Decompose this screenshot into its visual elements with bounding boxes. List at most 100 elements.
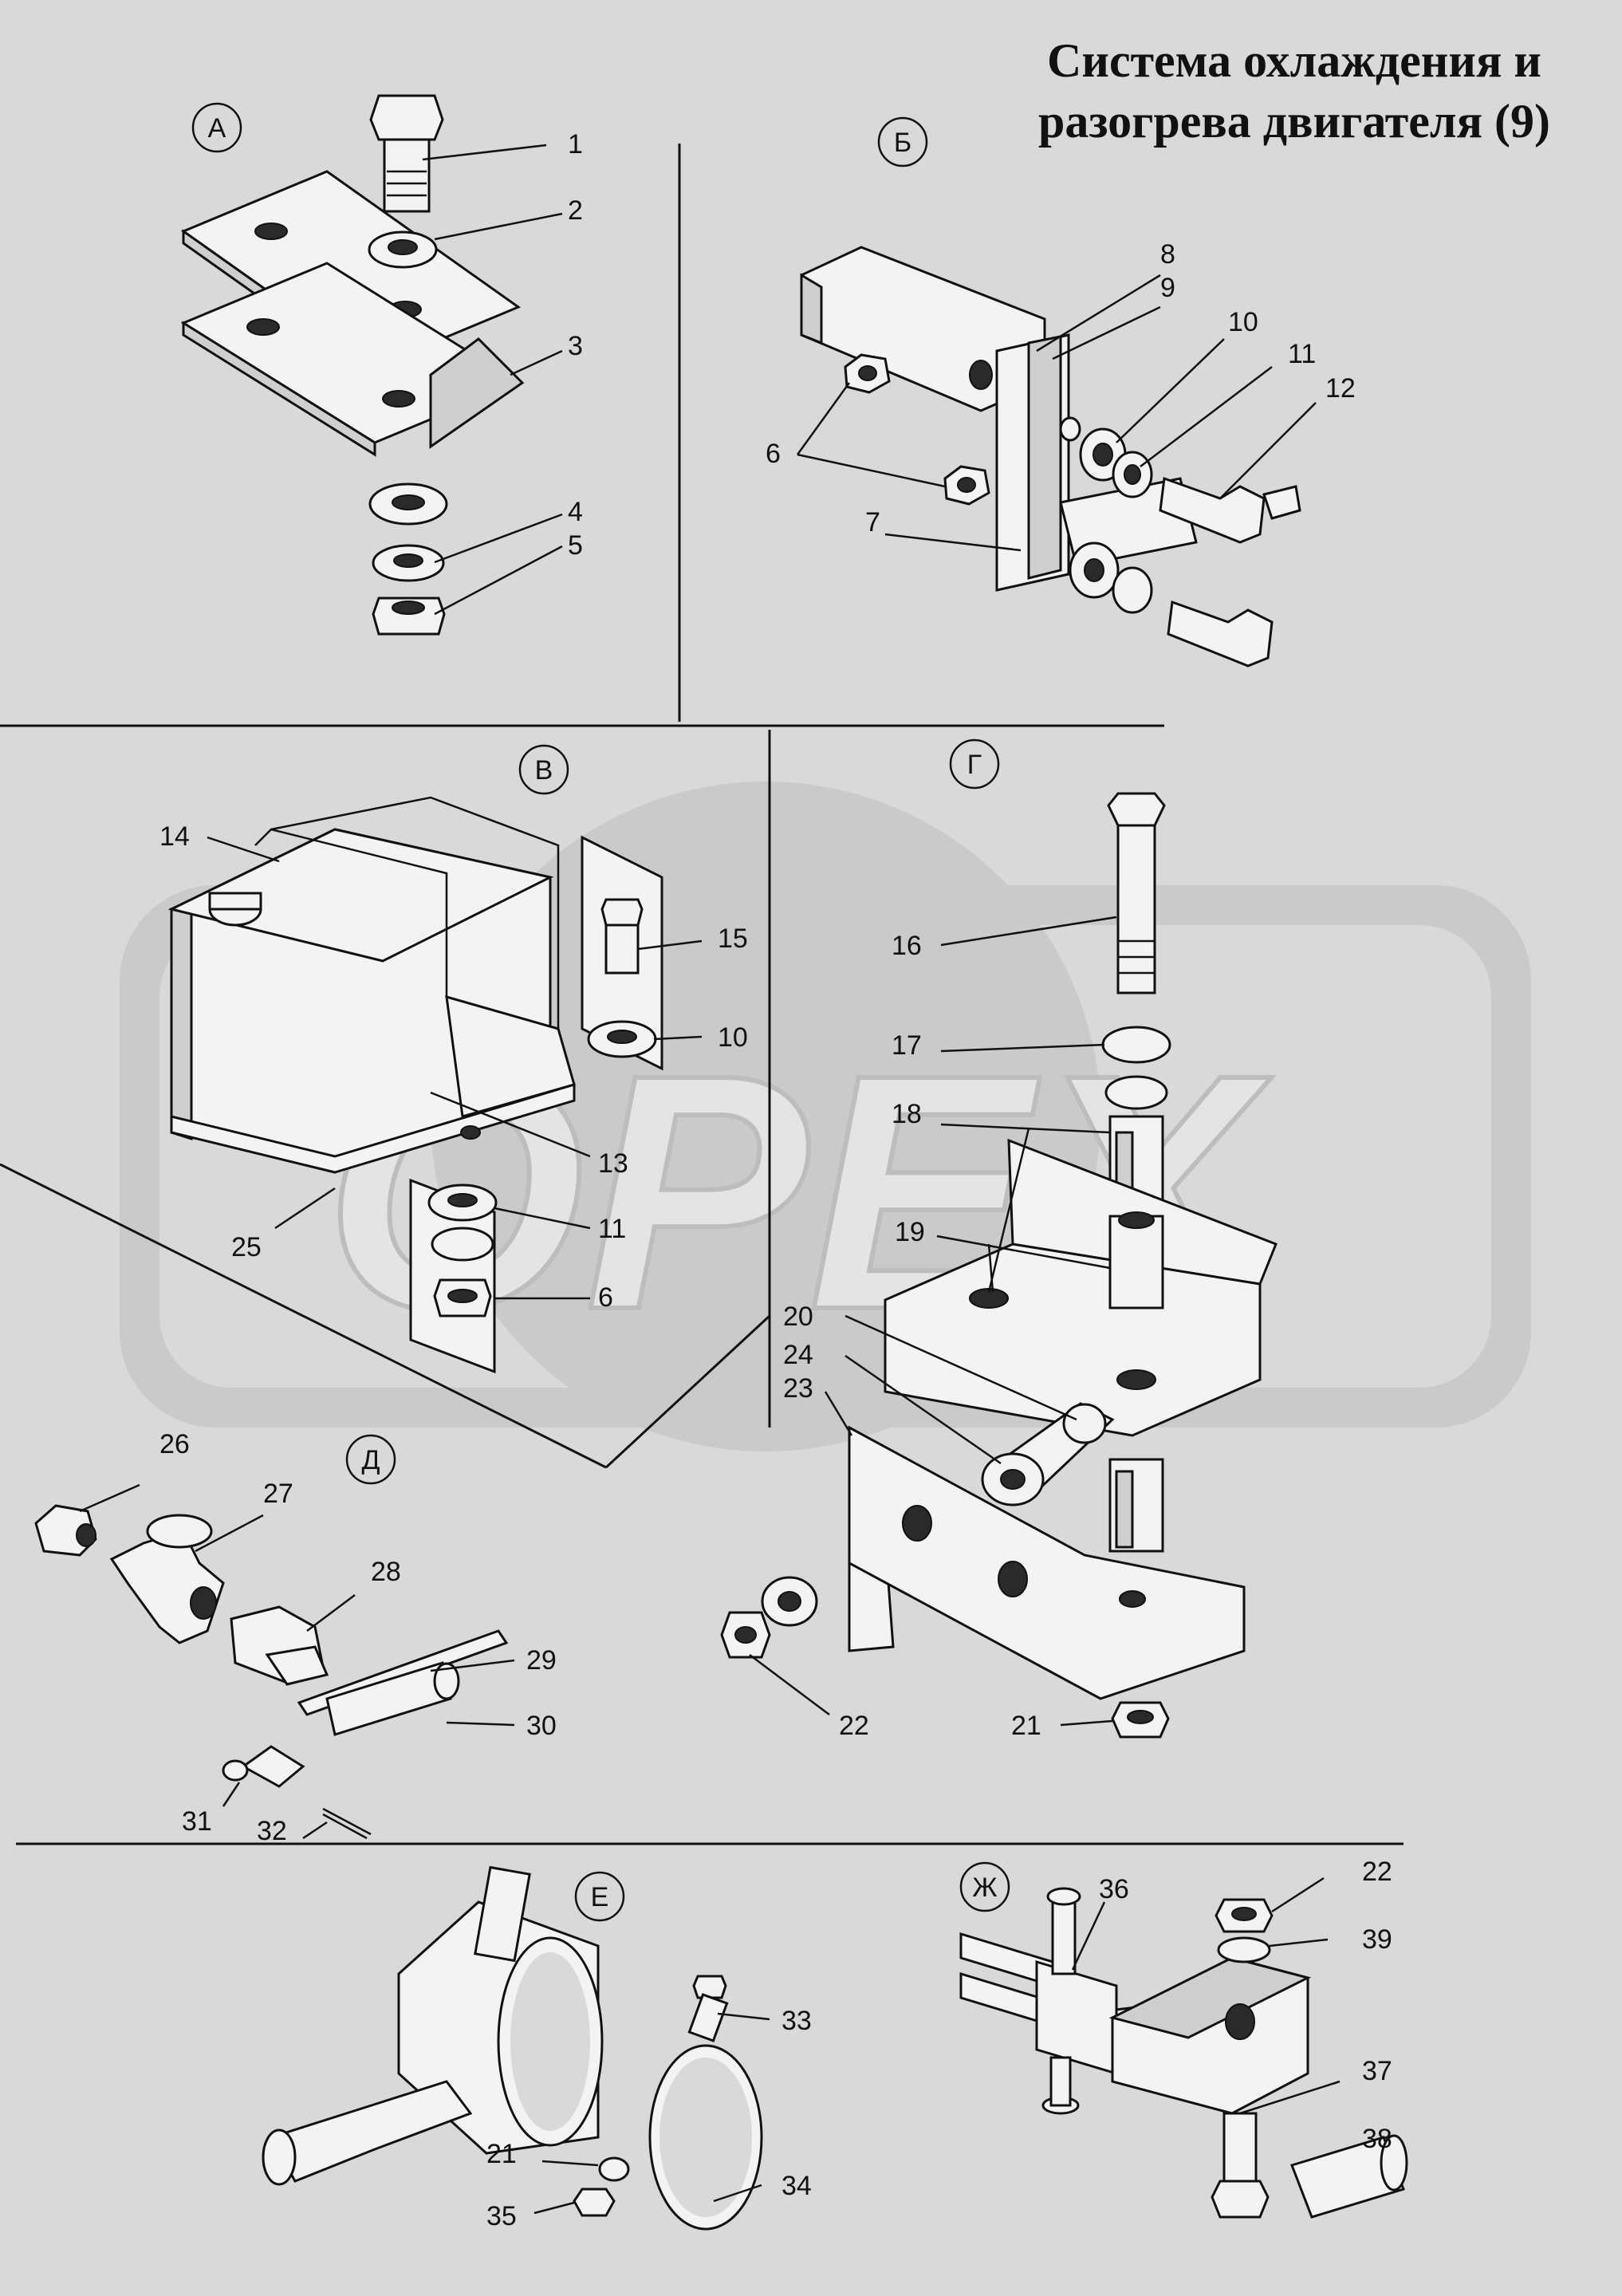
section-v-label: В [518, 744, 569, 795]
leader-11b [494, 1207, 591, 1230]
title-line-1: Система охлаждения и [1047, 34, 1541, 87]
callout-5: 5 [568, 530, 583, 561]
plate-top-hole [254, 223, 288, 240]
washer-10-hole [1092, 443, 1113, 467]
nut-21-g-hole [1127, 1710, 1154, 1724]
sleeve-19 [1108, 1215, 1164, 1309]
nut-22-zh-hole [1231, 1907, 1257, 1921]
callout-38: 38 [1362, 2124, 1392, 2154]
divider-diag-2 [604, 1314, 771, 1469]
section-e-letter: Е [591, 1882, 609, 1912]
nipple-28-end [265, 1645, 329, 1686]
callout-31: 31 [182, 1806, 212, 1837]
leader-21b [541, 2160, 599, 2167]
title-line-2: разогрева двигателя (9) [1038, 95, 1550, 148]
leader-15 [637, 939, 703, 951]
callout-29: 29 [526, 1645, 557, 1676]
leader-6a [796, 382, 946, 488]
sleeve-19-hole [1118, 1211, 1155, 1229]
leader-22a [749, 1654, 830, 1715]
lock-washer-11-hole [1124, 464, 1141, 485]
washer-upper-hole [392, 494, 425, 510]
callout-28: 28 [371, 1557, 401, 1587]
callout-2: 2 [568, 195, 583, 226]
bracket-g-lower [848, 1425, 1246, 1700]
bolt-15-shank [604, 924, 640, 975]
section-zh-label: Ж [959, 1861, 1010, 1912]
section-b-label: Б [877, 116, 928, 167]
bushing-g-lower-knurl [1115, 1470, 1134, 1549]
section-b-letter: Б [894, 128, 911, 158]
leader-20 [844, 1314, 1077, 1421]
lock-washer-g-hole [778, 1591, 801, 1612]
callout-7: 7 [865, 507, 880, 538]
tank-strap-back [270, 796, 560, 1029]
section-d-label: Д [345, 1434, 396, 1485]
heater-plug [474, 1865, 531, 1963]
leader-30 [446, 1721, 515, 1727]
callout-37: 37 [1362, 2056, 1392, 2086]
leader-10b [653, 1035, 703, 1041]
leader-10a [1116, 338, 1225, 443]
callout-36: 36 [1099, 1874, 1129, 1904]
diagram-title: Система охлаждения и разогрева двигателя… [1038, 30, 1550, 152]
clamp-34-inner [659, 2058, 752, 2217]
leader-29 [430, 1659, 515, 1672]
assembly-a [180, 94, 525, 636]
rubber-strip-7 [1027, 335, 1062, 580]
callout-3: 3 [568, 331, 583, 361]
bracket-13-hole [460, 1125, 481, 1140]
washer-2-hole [388, 239, 418, 255]
leader-31 [222, 1782, 241, 1807]
small-washer [1059, 416, 1081, 442]
callout-11b: 11 [598, 1214, 626, 1244]
section-g-circle [949, 738, 1000, 790]
sleeve-38 [1290, 2136, 1405, 2219]
leader-39 [1269, 1938, 1329, 1947]
callout-26: 26 [159, 1429, 190, 1459]
callout-8: 8 [1160, 239, 1175, 270]
block-zh-hole [1225, 2003, 1255, 2040]
leader-26 [79, 1483, 140, 1513]
leader-8 [1036, 274, 1161, 352]
nut-5 [372, 597, 446, 636]
callout-27: 27 [263, 1479, 293, 1509]
bolt-37-shank [1222, 2112, 1258, 2183]
assembly-g [720, 792, 1278, 1739]
nut-6-upper-hole [858, 365, 877, 381]
lock-washer-11-v-hole [447, 1193, 478, 1207]
lock-washer-39 [1217, 1936, 1271, 1963]
leader-21a [1060, 1719, 1113, 1727]
nut-22-g-hole [734, 1626, 757, 1644]
section-g-label: Г [949, 738, 1000, 790]
section-zh-letter: Ж [972, 1873, 997, 1903]
leader-35 [533, 2201, 575, 2215]
tee-27-top [146, 1514, 213, 1549]
leader-28 [306, 1594, 356, 1632]
leader-32 [302, 1821, 328, 1840]
leader-3 [510, 349, 563, 376]
section-v-letter: В [535, 755, 553, 786]
bracket-13 [445, 994, 576, 1118]
leader-25 [274, 1187, 336, 1230]
section-g-letter: Г [967, 750, 982, 780]
leader-18 [940, 1123, 1111, 1293]
leader-4 [434, 513, 563, 564]
callout-17: 17 [892, 1030, 922, 1061]
callout-6b: 6 [598, 1282, 613, 1313]
leader-36 [1071, 1901, 1106, 1971]
plate-bottom-edge [182, 321, 376, 457]
valve-36-stem [1051, 1896, 1077, 1975]
section-v-circle [518, 744, 569, 795]
callout-15: 15 [718, 924, 748, 954]
valve-36-cap [1046, 1887, 1081, 1906]
section-e-label: Е [574, 1871, 625, 1922]
assembly-zh [959, 1887, 1408, 2219]
callout-1: 1 [568, 129, 583, 159]
callout-32: 32 [257, 1816, 287, 1846]
callout-22a: 22 [839, 1711, 869, 1741]
tank-filler-neck [208, 892, 262, 911]
leader-33 [717, 2012, 770, 2021]
tee-27-side-hole [190, 1586, 217, 1620]
leader-12 [1219, 402, 1317, 499]
